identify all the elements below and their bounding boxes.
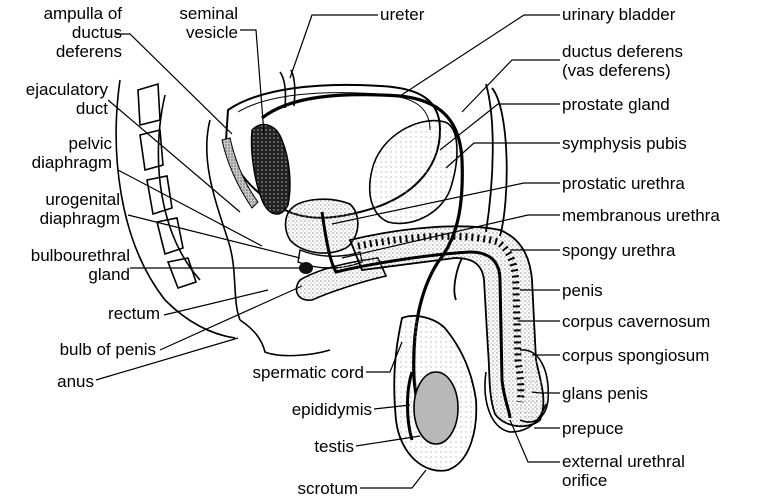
label-symphysis-pubis: symphysis pubis	[562, 134, 687, 153]
label-glans-penis: glans penis	[562, 384, 648, 403]
label-ejaculatory-line1: ejaculatory	[0, 80, 108, 99]
label-corpus-cavernosum: corpus cavernosum	[562, 312, 710, 331]
label-bulbourethral-line2: gland	[0, 265, 130, 284]
label-external-urethral-orifice: external urethral orifice	[562, 452, 685, 490]
label-pelvic-line1: pelvic	[0, 134, 112, 153]
label-seminal-vesicle: seminal vesicle	[146, 4, 238, 42]
label-membranous-urethra-text: membranous urethra	[562, 206, 720, 225]
label-ampulla: ampulla of ductus deferens	[0, 4, 122, 61]
label-pelvic-diaphragm: pelvic diaphragm	[0, 134, 112, 172]
label-urogenital-diaphragm: urogenital diaphragm	[0, 190, 120, 228]
label-testis-text: testis	[314, 437, 354, 456]
label-ampulla-line1: ampulla of	[0, 4, 122, 23]
label-ductus-deferens-line1: ductus deferens	[562, 42, 683, 61]
label-ureter-text: ureter	[380, 5, 424, 24]
label-corpus-spongiosum-text: corpus spongiosum	[562, 346, 709, 365]
label-ejaculatory-duct: ejaculatory duct	[0, 80, 108, 118]
bulbourethral-gland	[299, 262, 313, 274]
label-penis: penis	[562, 281, 603, 300]
label-bulb-of-penis-text: bulb of penis	[60, 340, 156, 359]
label-seminal-line2: vesicle	[146, 23, 238, 42]
label-prepuce-text: prepuce	[562, 419, 623, 438]
label-prostatic-urethra: prostatic urethra	[562, 174, 685, 193]
prostate-gland	[286, 199, 358, 253]
label-spongy-urethra: spongy urethra	[562, 241, 675, 260]
label-bulbourethral-gland: bulbourethral gland	[0, 246, 130, 284]
label-rectum: rectum	[0, 304, 160, 323]
label-urinary-bladder: urinary bladder	[562, 5, 675, 24]
label-prepuce: prepuce	[562, 419, 623, 438]
label-epididymis: epididymis	[240, 400, 372, 419]
label-urogenital-line2: diaphragm	[0, 209, 120, 228]
label-scrotum: scrotum	[250, 479, 358, 498]
label-corpus-cavernosum-text: corpus cavernosum	[562, 312, 710, 331]
label-external-urethral-line1: external urethral	[562, 452, 685, 471]
label-ductus-deferens-line2: (vas deferens)	[562, 61, 683, 80]
label-bulb-of-penis: bulb of penis	[0, 340, 156, 359]
label-urogenital-line1: urogenital	[0, 190, 120, 209]
label-corpus-spongiosum: corpus spongiosum	[562, 346, 709, 365]
label-external-urethral-line2: orifice	[562, 471, 685, 490]
label-spermatic-cord: spermatic cord	[200, 363, 364, 382]
label-ampulla-line2: ductus	[0, 23, 122, 42]
label-ejaculatory-line2: duct	[0, 99, 108, 118]
label-testis: testis	[260, 437, 354, 456]
label-rectum-text: rectum	[108, 304, 160, 323]
testis	[414, 372, 458, 444]
label-scrotum-text: scrotum	[298, 479, 358, 498]
label-spermatic-cord-text: spermatic cord	[253, 363, 364, 382]
label-spongy-urethra-text: spongy urethra	[562, 241, 675, 260]
label-anus-text: anus	[57, 372, 94, 391]
label-ureter: ureter	[380, 5, 424, 24]
label-symphysis-pubis-text: symphysis pubis	[562, 134, 687, 153]
label-bulbourethral-line1: bulbourethral	[0, 246, 130, 265]
label-prostate-gland-text: prostate gland	[562, 95, 670, 114]
label-prostatic-urethra-text: prostatic urethra	[562, 174, 685, 193]
label-glans-penis-text: glans penis	[562, 384, 648, 403]
label-ductus-deferens: ductus deferens (vas deferens)	[562, 42, 683, 80]
label-seminal-line1: seminal	[146, 4, 238, 23]
label-penis-text: penis	[562, 281, 603, 300]
label-ampulla-line3: deferens	[0, 42, 122, 61]
label-anus: anus	[0, 372, 94, 391]
label-pelvic-line2: diaphragm	[0, 153, 112, 172]
label-urinary-bladder-text: urinary bladder	[562, 5, 675, 24]
label-epididymis-text: epididymis	[292, 400, 372, 419]
label-membranous-urethra: membranous urethra	[562, 206, 720, 225]
label-prostate-gland: prostate gland	[562, 95, 670, 114]
